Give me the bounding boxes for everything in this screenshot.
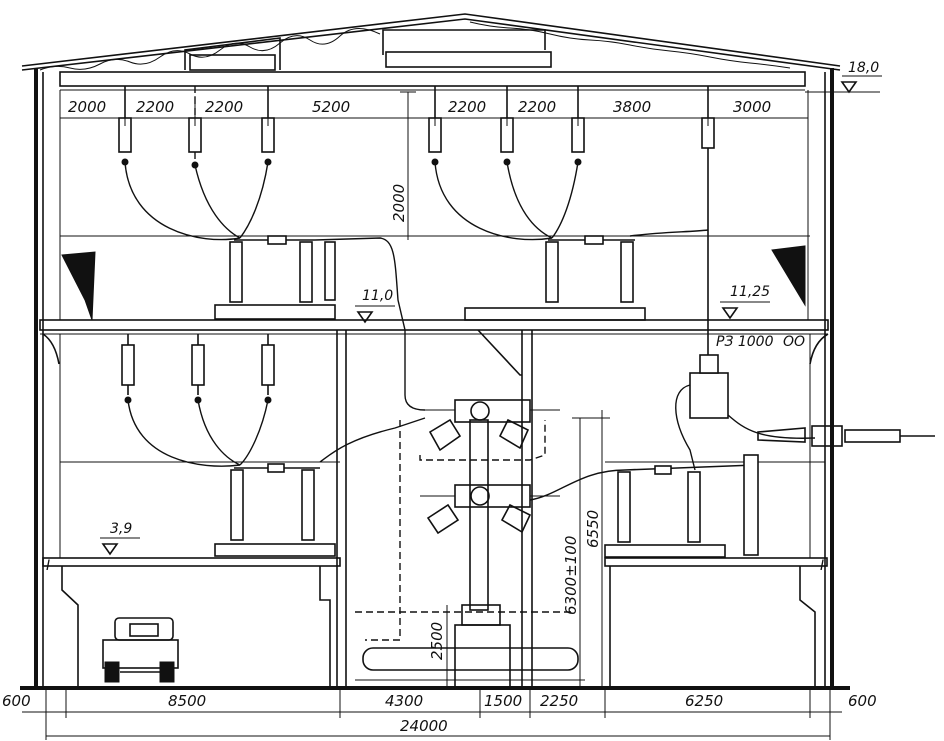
roof-level: 18,0 xyxy=(848,60,879,76)
transformer-top-dim: 6300±100 xyxy=(562,536,580,615)
upper-busbar-insulators xyxy=(118,86,715,340)
building-frame xyxy=(20,13,850,690)
bottom-dim-6: 6250 xyxy=(685,692,723,710)
tank-height-dim: 2500 xyxy=(428,622,446,660)
top-dim-7: 3800 xyxy=(613,98,651,116)
top-dim-1: 2000 xyxy=(68,98,106,116)
top-dim-2: 2200 xyxy=(136,98,174,116)
top-dim-8: 3000 xyxy=(733,98,771,116)
level-marks: 18,0 11,0 11,25 3,9 xyxy=(100,60,882,556)
bottom-dim-2: 8500 xyxy=(168,692,206,710)
total-width-dim: 24000 xyxy=(400,717,448,735)
bottom-dim-3: 4300 xyxy=(385,692,423,710)
annotations: РЗ 1000 ОО I I xyxy=(46,334,824,574)
bottom-dim-1: 600 xyxy=(2,692,31,710)
transformer-assembly xyxy=(355,399,626,689)
top-dim-5: 2200 xyxy=(448,98,486,116)
bottom-dim-4: 1500 xyxy=(484,692,522,710)
upper-floor-apparatus xyxy=(214,235,646,411)
disconnector-label: РЗ 1000 xyxy=(716,334,774,350)
lower-floor-left-apparatus xyxy=(121,334,426,557)
top-dim-6: 2200 xyxy=(518,98,556,116)
bottom-dim-5: 2250 xyxy=(540,692,578,710)
lower-floor-right-apparatus xyxy=(604,340,935,558)
top-dimension-line: 2000 2200 2200 5200 2200 2200 3800 3000 xyxy=(59,96,809,126)
floor2-left-level: 11,0 xyxy=(362,288,393,304)
floor2-right-level: 11,25 xyxy=(730,284,770,300)
right-axis-mark: I xyxy=(820,558,824,574)
left-axis-mark: I xyxy=(46,558,50,574)
vertical-dimensions: 2000 6550 6300±100 2500 xyxy=(390,91,610,688)
floor1-level: 3,9 xyxy=(110,521,132,537)
top-dim-4: 5200 xyxy=(312,98,350,116)
truck-icon xyxy=(102,617,179,683)
bottom-dimension-line: 600 8500 4300 1500 2250 6250 600 24000 xyxy=(2,690,877,740)
bottom-dim-7: 600 xyxy=(848,692,877,710)
transformer-height-dim: 6550 xyxy=(584,510,602,548)
top-dim-3: 2200 xyxy=(205,98,243,116)
disconnector-suffix: ОО xyxy=(783,334,805,350)
bus-drop-dim: 2000 xyxy=(390,184,408,222)
